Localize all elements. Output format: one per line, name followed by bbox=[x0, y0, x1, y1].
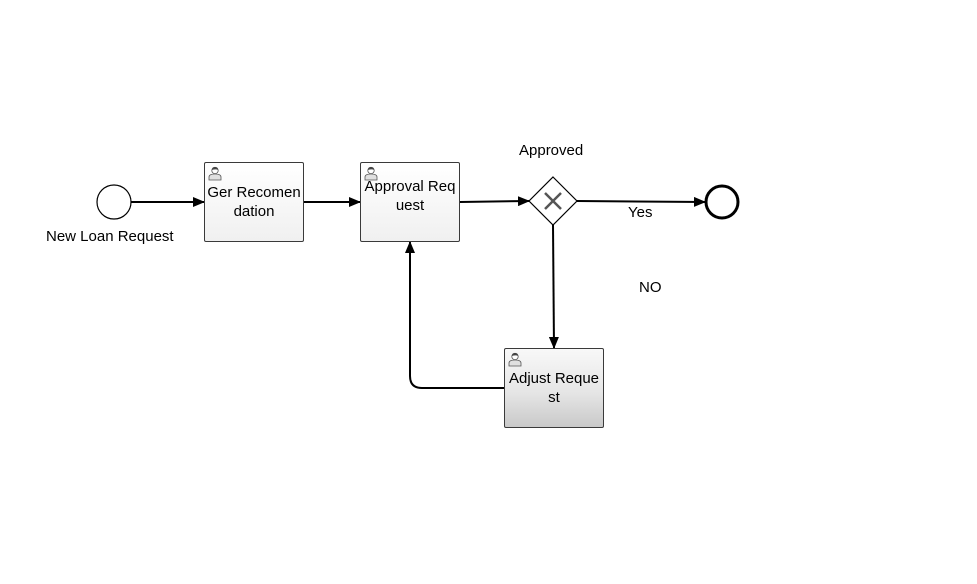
task-approval-request[interactable]: Approval Request bbox=[360, 162, 460, 242]
user-icon bbox=[364, 166, 378, 181]
user-icon bbox=[508, 352, 522, 367]
gateway-label: Approved bbox=[519, 142, 584, 159]
flow-adjust-to-approval[interactable] bbox=[405, 241, 504, 389]
task-ger-recommendation[interactable]: Ger Recomendation bbox=[204, 162, 304, 242]
no-flow-label: NO bbox=[639, 279, 662, 296]
task-label: Ger Recomendation bbox=[207, 184, 301, 220]
flow-gateway-yes[interactable] bbox=[576, 196, 706, 207]
task-label: Adjust Request bbox=[508, 370, 600, 406]
task-label: Approval Request bbox=[364, 178, 456, 214]
task-adjust-request[interactable]: Adjust Request bbox=[504, 348, 604, 428]
flow-gateway-no[interactable] bbox=[548, 224, 559, 349]
yes-flow-label: Yes bbox=[628, 204, 653, 221]
flow-approval-to-gateway[interactable] bbox=[459, 196, 530, 207]
x-icon bbox=[544, 192, 562, 210]
exclusive-gateway[interactable] bbox=[528, 176, 578, 226]
start-event-label: New Loan Request bbox=[46, 228, 174, 245]
user-icon bbox=[208, 166, 222, 181]
end-event[interactable] bbox=[704, 184, 740, 220]
start-event[interactable] bbox=[96, 184, 132, 220]
